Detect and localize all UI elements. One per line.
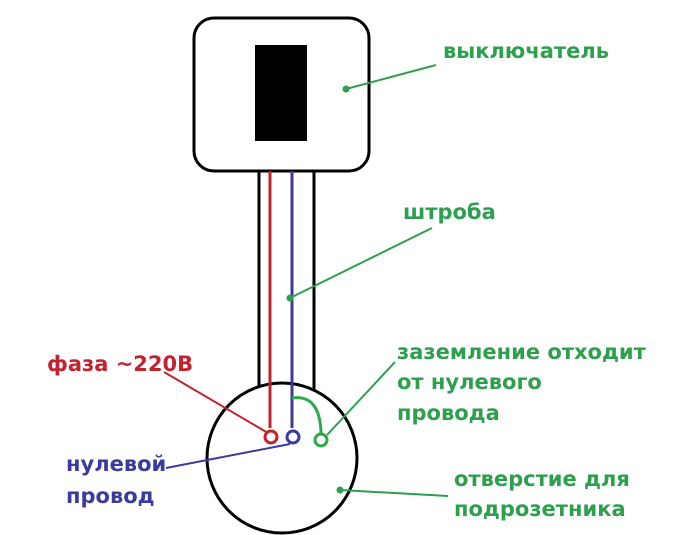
channel-label: штроба <box>403 200 496 224</box>
switch-key <box>255 45 307 141</box>
switch-leader-dot <box>342 85 350 93</box>
ground-label-line3: провода <box>397 401 500 425</box>
socket-box-hole <box>205 381 359 535</box>
ground-wire <box>291 396 323 434</box>
neutral-leader <box>165 443 291 469</box>
ground-leader <box>326 361 396 436</box>
neutral-label-line1: нулевой <box>66 452 167 476</box>
phase-label: фаза ~220В <box>47 352 194 376</box>
phase-leader <box>163 371 269 434</box>
neutral-label-line2: провод <box>66 484 155 508</box>
ground-label-line1: заземление отходит <box>397 340 646 364</box>
switch-label: выключатель <box>443 39 609 63</box>
hole-leader <box>339 489 449 497</box>
channel-leader <box>289 227 433 299</box>
channel-leader-dot <box>286 294 294 302</box>
switch-leader <box>345 64 437 90</box>
hole-label-line1: отверстие для <box>454 467 630 491</box>
ground-label-line2: от нулевого <box>397 370 542 394</box>
phase-wire-end <box>263 429 279 445</box>
hole-label-line2: подрозетника <box>454 497 626 521</box>
hole-leader-dot <box>336 486 344 494</box>
neutral-wire-end <box>285 429 301 445</box>
ground-wire-end <box>313 432 329 448</box>
